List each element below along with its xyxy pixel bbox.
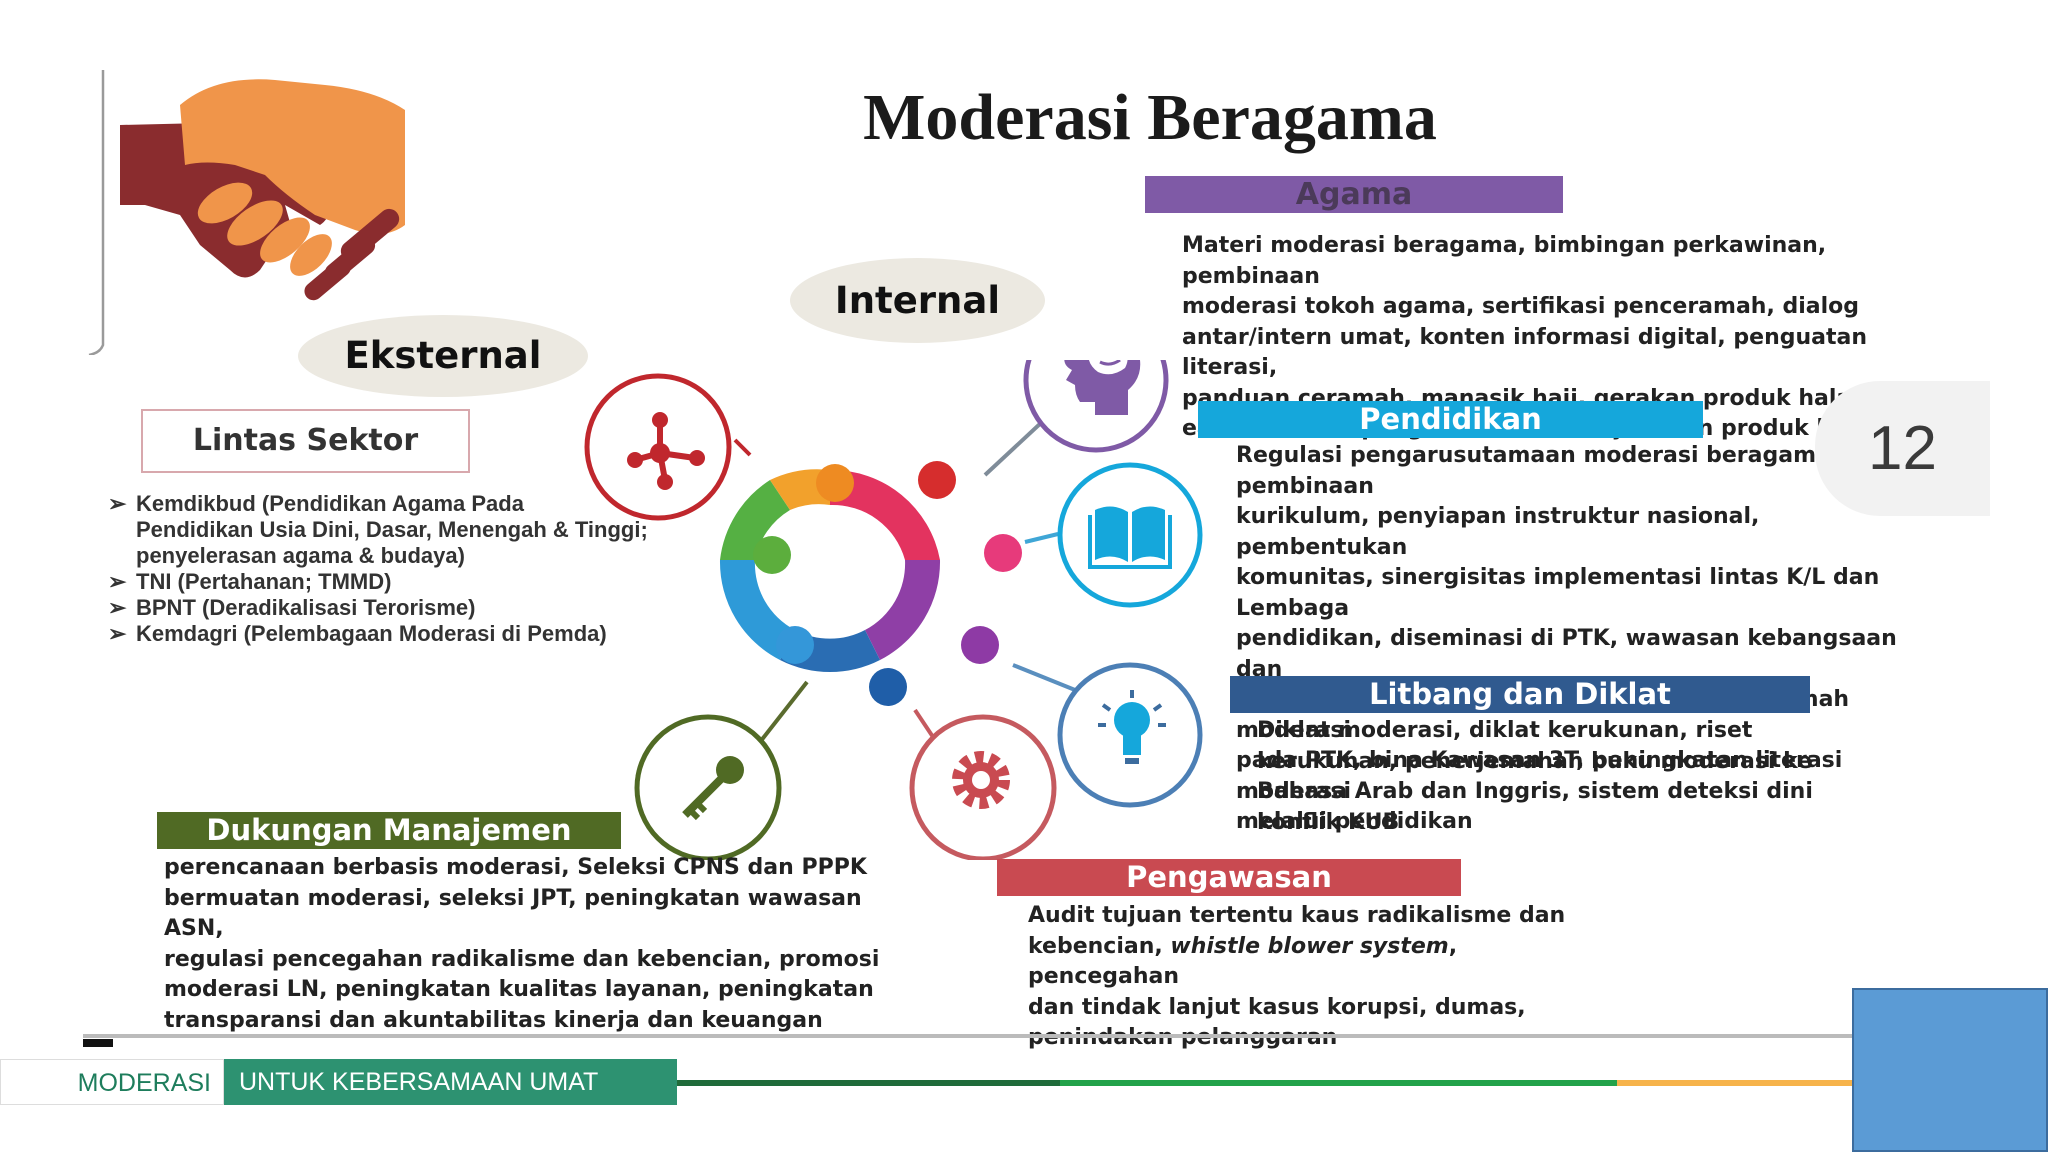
pengawasan-heading: Pengawasan (997, 859, 1461, 896)
list-item: ➢Kemdikbud (Pendidikan Agama Pada (108, 491, 524, 516)
pengawasan-text: Audit tujuan tertentu kaus radikalisme d… (1028, 903, 1566, 1050)
lightbulb-icon (1057, 662, 1203, 808)
footer-marker (83, 1039, 113, 1047)
dukungan-text: perencanaan berbasis moderasi, Seleksi C… (164, 855, 880, 1033)
footer-moderasi: MODERASI (0, 1059, 224, 1105)
footer-stripe-green (1060, 1080, 1617, 1086)
pendidikan-heading: Pendidikan (1198, 401, 1703, 438)
page-number-badge: 12 (1815, 381, 1990, 516)
gear-icon (909, 714, 1057, 860)
book-icon (1057, 462, 1203, 608)
list-item-continued: penyelerasan agama & budaya) (136, 543, 465, 568)
footer-divider (83, 1034, 1853, 1038)
network-icon (584, 373, 732, 521)
litbang-heading: Litbang dan Diklat (1230, 676, 1810, 713)
eksternal-label: Eksternal (298, 315, 588, 397)
footer-stripe-orange (1617, 1080, 1852, 1086)
agama-heading: Agama (1145, 176, 1563, 213)
handshake-icon (120, 79, 405, 301)
key-icon (634, 714, 782, 860)
page-number: 12 (1868, 414, 1937, 483)
brain-head-icon (1023, 360, 1169, 453)
lintas-sektor-list: ➢Kemdikbud (Pendidikan Agama Pada Pendid… (108, 491, 728, 647)
list-item: ➢BPNT (Deradikalisasi Terorisme) (108, 595, 476, 620)
lintas-sektor-label: Lintas Sektor (141, 409, 470, 473)
footer-tagline: UNTUK KEBERSAMAAN UMAT (224, 1059, 677, 1105)
handshake-logo (88, 70, 405, 355)
people-circle-icon (719, 461, 1022, 706)
litbang-text: Diklat moderasi, diklat kerukunan, riset… (1257, 718, 1813, 835)
list-item: ➢Kemdagri (Pelembagaan Moderasi di Pemda… (108, 621, 607, 646)
page-title: Moderasi Beragama (863, 81, 1437, 154)
list-item-continued: Pendidikan Usia Dini, Dasar, Menengah & … (136, 517, 648, 542)
blue-corner-box (1852, 988, 2048, 1152)
list-item: ➢TNI (Pertahanan; TMMD) (108, 569, 392, 594)
footer-stripe-dark-green (677, 1080, 1060, 1086)
moderasi-diagram (584, 360, 1203, 860)
dukungan-heading: Dukungan Manajemen (157, 812, 621, 849)
internal-label: Internal (790, 258, 1045, 343)
